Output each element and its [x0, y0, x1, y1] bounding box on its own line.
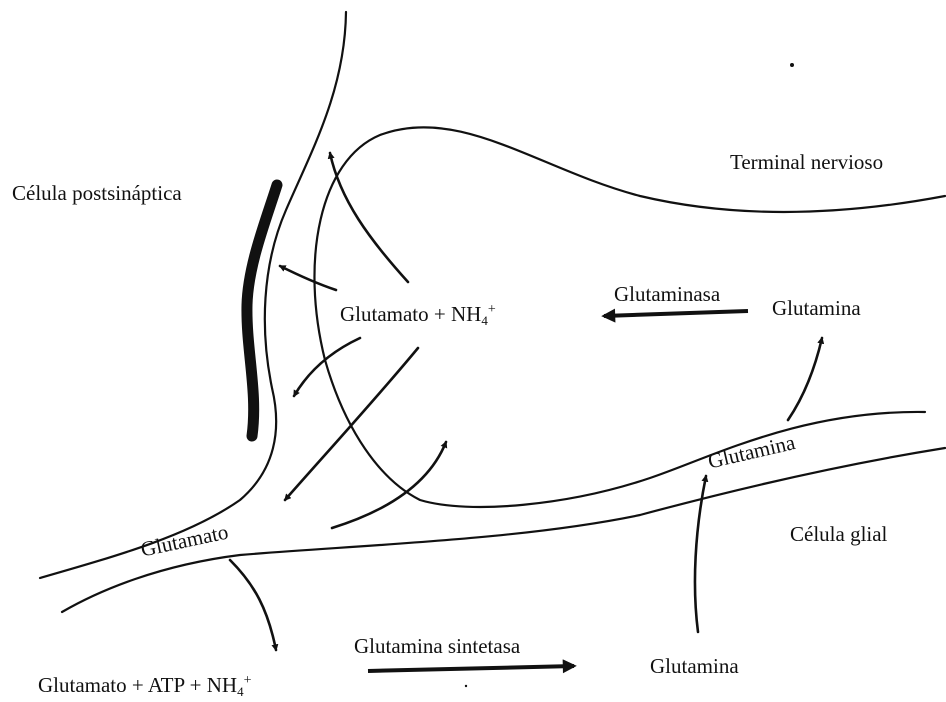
equation-terminal: Glutamato + NH4+ — [340, 304, 496, 325]
arrow-to-receptor — [280, 266, 336, 290]
postsynaptic-membrane — [40, 12, 346, 578]
glutamine-synthetase-label: Glutamina sintetasa — [354, 636, 520, 657]
speck — [465, 685, 467, 687]
arrow-glutamate-to-glia — [230, 560, 276, 650]
postsynaptic-cell-label: Célula postsináptica — [12, 183, 182, 204]
glutamate-term: Glutamato — [38, 673, 127, 697]
glutaminase-label: Glutaminasa — [614, 284, 720, 305]
postsynaptic-receptor — [247, 185, 277, 436]
atp-term: ATP — [148, 673, 185, 697]
nerve-terminal-label: Terminal nervioso — [730, 152, 883, 173]
ammonium-term: NH4+ — [451, 302, 496, 326]
plus-sign: + — [190, 673, 202, 697]
arrow-glutaminase — [604, 311, 748, 316]
plus-sign: + — [434, 302, 446, 326]
arrow-glutamate-up — [330, 153, 408, 282]
arrow-glutamine-to-terminal — [788, 338, 822, 420]
glutamate-term: Glutamato — [340, 302, 429, 326]
arrow-uptake-terminal — [332, 442, 446, 528]
ammonium-term: NH4+ — [207, 673, 252, 697]
speck — [790, 63, 794, 67]
glutamine-terminal-label: Glutamina — [772, 298, 861, 319]
plus-sign: + — [132, 673, 144, 697]
glutamine-glial-label: Glutamina — [650, 656, 739, 677]
arrow-glutamine-synthetase — [368, 666, 574, 671]
arrow-release-long — [285, 348, 418, 500]
equation-glial: Glutamato + ATP + NH4+ — [38, 675, 252, 696]
glial-cell-label: Célula glial — [790, 524, 887, 545]
